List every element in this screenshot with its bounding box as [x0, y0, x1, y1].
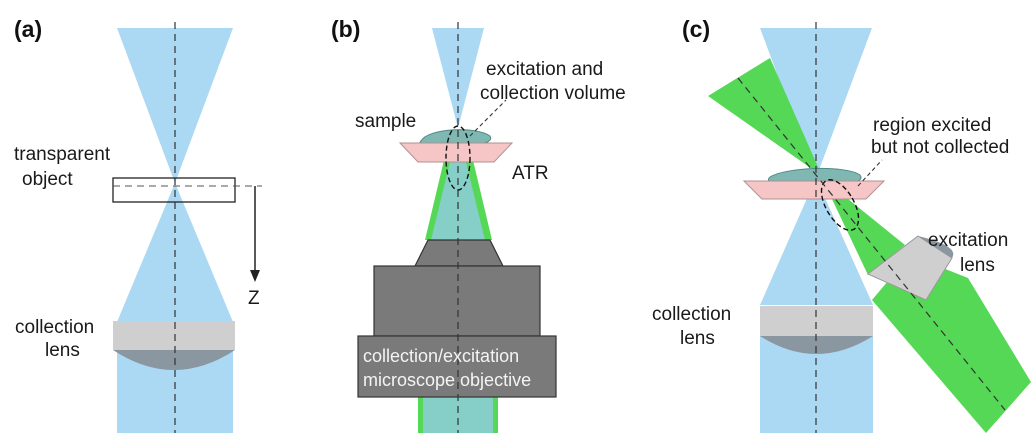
panel-c: (c) region excited but not collected exc…	[652, 16, 1031, 433]
object-label-line1: transparent	[14, 144, 111, 165]
panel-a: (a) Z transparent object collection lens	[14, 16, 262, 433]
objective-body	[373, 265, 541, 337]
volume-label-line2: collection volume	[480, 83, 626, 104]
panel-a-tag: (a)	[14, 16, 42, 42]
sample	[419, 129, 492, 145]
volume-label-line1: excitation and	[486, 59, 603, 80]
transparent-object	[112, 177, 236, 203]
volume-leader	[469, 99, 507, 137]
lens-label-c-line1: collection	[652, 304, 731, 325]
objective-top	[414, 239, 504, 267]
collection-beam-upper	[117, 28, 233, 183]
atr-prism	[398, 142, 514, 163]
sample-label: sample	[355, 111, 416, 132]
collection-lens-curved	[113, 350, 235, 370]
lens-label-line1: collection	[15, 317, 94, 338]
lens-label-c-line2: lens	[680, 328, 715, 349]
panel-b-tag: (b)	[331, 16, 360, 42]
collection-beam-upper-b	[432, 28, 484, 128]
collection-lens-curved-c	[760, 336, 873, 354]
objective-base	[357, 335, 557, 398]
objective-label-line2: microscope objective	[363, 370, 531, 390]
region-label-line1: region excited	[873, 115, 991, 136]
panel-c-tag: (c)	[682, 16, 710, 42]
collection-beam-upper-c	[760, 28, 872, 178]
excitation-beam-lower-c	[822, 178, 905, 275]
collection-beam-lower-b	[431, 158, 485, 240]
atr-prism-c	[742, 180, 886, 200]
z-label: Z	[248, 288, 260, 309]
region-label-line2: but not collected	[871, 137, 1009, 158]
collection-lens-flat	[113, 321, 235, 350]
excitation-label-line2: lens	[960, 255, 995, 276]
object-label-line2: object	[22, 169, 73, 190]
lens-label-line2: lens	[45, 340, 80, 361]
excitation-label-line1: excitation	[928, 230, 1008, 251]
z-arrow-head	[250, 270, 260, 282]
region-leader	[857, 159, 883, 187]
atr-label: ATR	[512, 163, 549, 184]
objective-label-line1: collection/excitation	[363, 346, 519, 366]
panel-b: (b) excitation and collection volume sam…	[331, 16, 626, 433]
excitation-lens-curved	[918, 236, 954, 258]
